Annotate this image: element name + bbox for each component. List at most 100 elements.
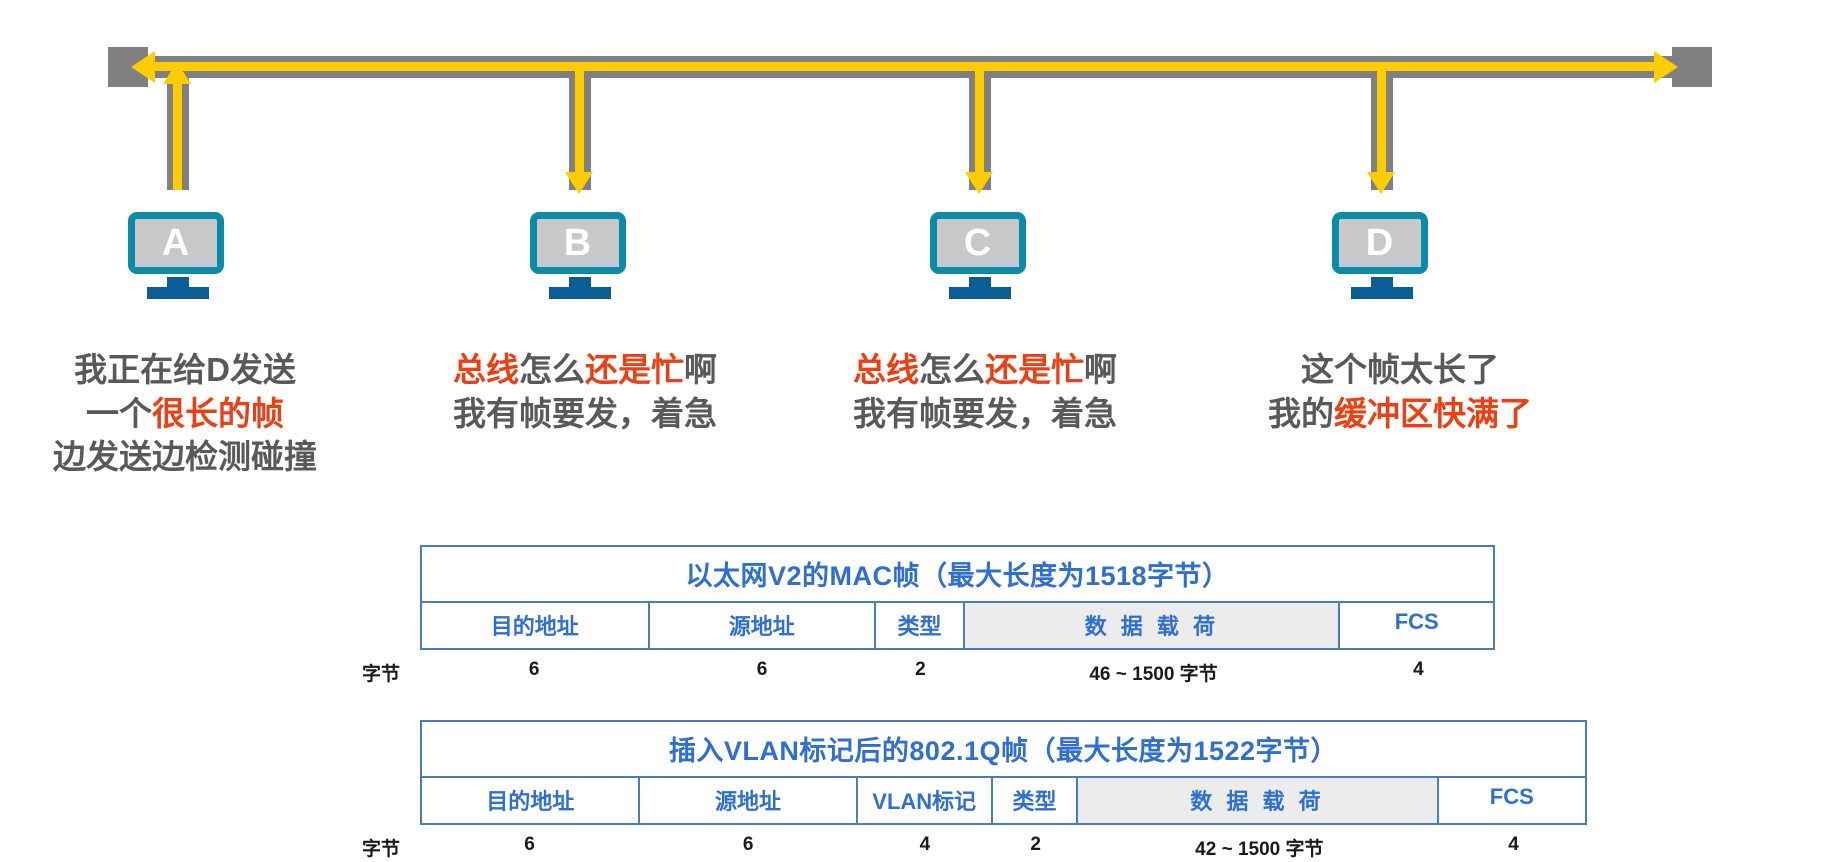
bus-terminator-right (1672, 47, 1712, 87)
frame-field-bytes: 6 (528, 659, 540, 680)
signal-arrow-up-a (163, 62, 191, 84)
frame-field-header: 类型 (876, 603, 966, 648)
frame-field-header: 目的地址 (422, 603, 650, 648)
speech-run: 一个 (86, 394, 152, 432)
signal-b-vertical (575, 66, 584, 174)
frame-field-header: FCS (1489, 784, 1534, 809)
frame-field-header: VLAN标记 (858, 778, 993, 823)
speech-run: 怎么 (519, 351, 585, 388)
speech-line: 我的缓冲区快满了 (1200, 392, 1600, 436)
signal-arrow-left (131, 51, 155, 83)
signal-c-vertical (975, 66, 984, 174)
speech-run: 我有帧要发，着急 (853, 394, 1117, 432)
frame-format-ethernet-v2: 以太网V2的MAC帧（最大长度为1518字节） 目的地址源地址类型数 据 载 荷… (362, 545, 1495, 686)
frame-field-bytes: 4 (1413, 659, 1424, 680)
speech-run: 我的 (1268, 394, 1334, 432)
frame-field-bytes: 4 (1508, 834, 1519, 855)
speech-line: 我有帧要发，着急 (800, 392, 1170, 436)
host-label-b: B (563, 222, 593, 264)
monitor-base-c (949, 287, 1011, 299)
monitor-base-d (1351, 287, 1413, 299)
speech-run: 啊 (1084, 351, 1117, 388)
speech-run-highlight: 总线 (853, 351, 919, 388)
monitor-neck-c (969, 277, 991, 287)
speech-line: 我正在给D发送 (0, 348, 370, 392)
frame-field-payload: 数 据 载 荷 (1078, 778, 1439, 823)
host-label-d: D (1365, 222, 1395, 264)
frame-field-bytes: 46 ~ 1500 字节 (1089, 664, 1218, 685)
speech-run: 怎么 (919, 351, 985, 388)
speech-line: 总线怎么还是忙啊 (800, 348, 1170, 392)
monitor-icon-a: A (128, 212, 224, 274)
monitor-icon-c: C (930, 212, 1026, 274)
speech-run: 我正在给D发送 (74, 351, 296, 388)
speech-host-a: 我正在给D发送一个很长的帧边发送边检测碰撞 (0, 348, 370, 479)
frame-field-bytes: 2 (1030, 834, 1041, 855)
speech-line: 边发送边检测碰撞 (0, 435, 370, 479)
speech-run: 这个帧太长了 (1301, 351, 1499, 388)
frame-fields-row-1: 目的地址源地址类型数 据 载 荷 FCS (422, 603, 1493, 648)
monitor-neck-b (569, 277, 591, 287)
monitor-icon-b: B (530, 212, 626, 274)
host-a[interactable]: A (128, 212, 228, 299)
monitor-lip-d (1339, 260, 1421, 267)
signal-d-vertical (1377, 66, 1386, 174)
frame-field-bytes: 4 (919, 834, 931, 855)
host-b[interactable]: B (530, 212, 630, 299)
monitor-lip-c (937, 260, 1019, 267)
frame-field-header: 源地址 (650, 603, 876, 648)
frame-field-bytes: 42 ~ 1500 字节 (1195, 839, 1324, 860)
speech-run: 啊 (684, 351, 717, 388)
monitor-icon-d: D (1332, 212, 1428, 274)
signal-bus-horizontal (150, 62, 1658, 71)
speech-line: 总线怎么还是忙啊 (400, 348, 770, 392)
monitor-neck-a (167, 277, 189, 287)
frame-field-header: 源地址 (640, 778, 858, 823)
frame-title-2: 插入VLAN标记后的802.1Q帧（最大长度为1522字节） (422, 722, 1585, 778)
monitor-lip-b (537, 260, 619, 267)
monitor-lip-a (135, 260, 217, 267)
monitor-neck-d (1371, 277, 1393, 287)
speech-host-b: 总线怎么还是忙啊我有帧要发，着急 (400, 348, 770, 435)
frame-field-header: 类型 (993, 778, 1079, 823)
speech-run: 我有帧要发，着急 (453, 394, 717, 432)
host-d[interactable]: D (1332, 212, 1432, 299)
speech-line: 一个很长的帧 (0, 392, 370, 436)
speech-line: 我有帧要发，着急 (400, 392, 770, 436)
monitor-base-b (549, 287, 611, 299)
frame-field-bytes: 6 (742, 834, 754, 855)
speech-run-highlight: 缓冲区快满了 (1334, 394, 1532, 432)
host-c[interactable]: C (930, 212, 1030, 299)
host-label-a: A (161, 222, 191, 264)
signal-a-vertical (173, 78, 182, 190)
frame-table-1: 以太网V2的MAC帧（最大长度为1518字节） 目的地址源地址类型数 据 载 荷… (420, 545, 1495, 650)
speech-run-highlight: 还是忙 (585, 351, 684, 388)
frame-field-payload: 数 据 载 荷 (965, 603, 1341, 648)
frame-title-1: 以太网V2的MAC帧（最大长度为1518字节） (422, 547, 1493, 603)
monitor-base-a (147, 287, 209, 299)
signal-arrow-down-c (965, 172, 993, 194)
speech-host-d: 这个帧太长了我的缓冲区快满了 (1200, 348, 1600, 435)
speech-line: 这个帧太长了 (1200, 348, 1600, 392)
frame-field-header: 目的地址 (422, 778, 641, 823)
signal-arrow-down-b (565, 172, 593, 194)
speech-host-c: 总线怎么还是忙啊我有帧要发，着急 (800, 348, 1170, 435)
bytes-axis-label-1: 字节 (362, 664, 401, 685)
signal-arrow-down-d (1367, 172, 1395, 194)
host-label-c: C (963, 222, 993, 264)
speech-run-highlight: 还是忙 (985, 351, 1084, 388)
frame-bytes-row-1: 字节 6 6 2 46 ~ 1500 字节 4 (362, 650, 1495, 686)
speech-run: 边发送边检测碰撞 (53, 438, 317, 476)
frame-field-bytes: 6 (756, 659, 768, 680)
speech-run-highlight: 总线 (453, 351, 519, 388)
frame-bytes-row-2: 字节 6 6 4 2 42 ~ 1500 字节 4 (362, 825, 1587, 861)
signal-arrow-right (1654, 51, 1678, 83)
frame-field-bytes: 2 (915, 659, 926, 680)
frame-field-bytes: 6 (524, 834, 535, 855)
bytes-axis-label-2: 字节 (362, 839, 401, 860)
frame-field-header: FCS (1394, 609, 1439, 634)
